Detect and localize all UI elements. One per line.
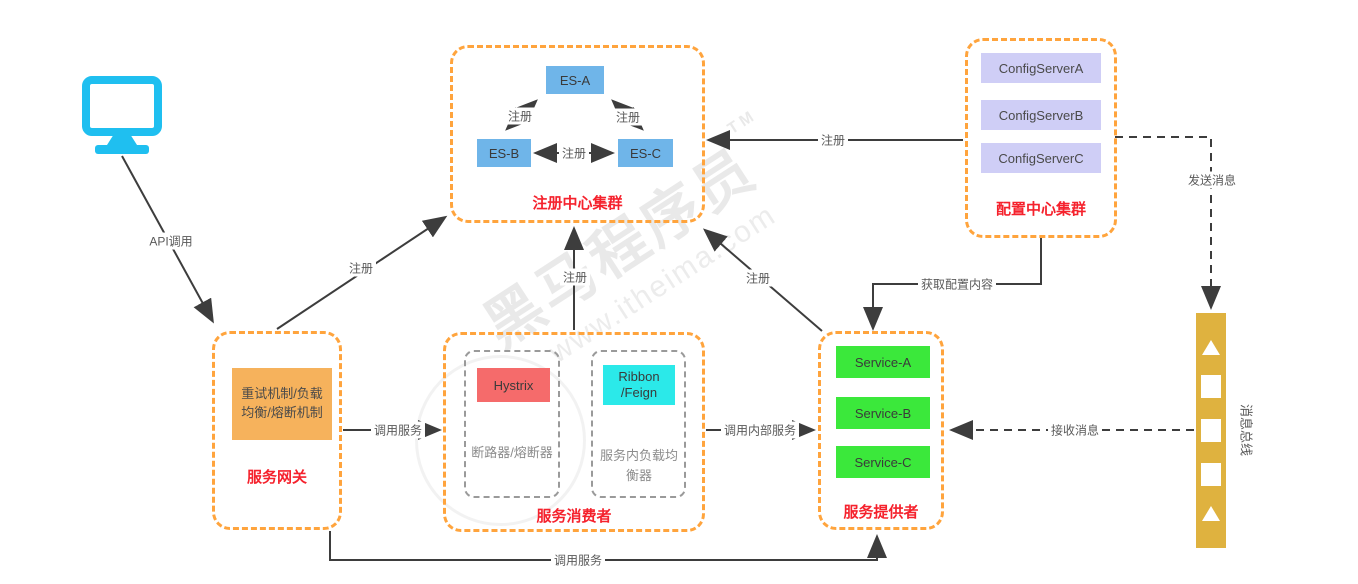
arrow-send-message [1115, 136, 1221, 310]
config-title: 配置中心集群 [995, 201, 1086, 218]
node-ribbon-feign: Ribbon /Feign [603, 365, 675, 405]
hystrix-container [464, 350, 560, 498]
ribbon-container [591, 350, 686, 498]
label-register-bc: 注册 [558, 144, 590, 162]
group-service-consumer [443, 332, 705, 532]
node-es-b: ES-B [477, 139, 531, 167]
monitor-icon [82, 76, 162, 154]
node-es-a: ES-A [546, 66, 604, 94]
label-get-config: 获取配置内容 [917, 275, 997, 293]
group-config-cluster [965, 38, 1117, 238]
hystrix-desc: 断路器/熔断器 [471, 445, 553, 460]
node-service-c: Service-C [836, 446, 930, 478]
label-register-ac: 注册 [612, 108, 644, 126]
registration-title: 注册中心集群 [532, 195, 623, 212]
label-receive-message: 接收消息 [1047, 421, 1103, 439]
label-send-message: 发送消息 [1184, 171, 1240, 189]
label-register-consumer: 注册 [559, 268, 591, 286]
message-bus-bar [1196, 313, 1226, 548]
label-register-provider: 注册 [742, 269, 774, 287]
node-es-c: ES-C [618, 139, 673, 167]
label-register-config: 注册 [817, 131, 849, 149]
queue-slot-icon [1201, 462, 1221, 486]
triangle-up-icon [1202, 339, 1220, 355]
node-service-a: Service-A [836, 346, 930, 378]
label-call-service: 调用服务 [370, 421, 426, 439]
provider-title: 服务提供者 [843, 504, 919, 521]
queue-slot-icon [1201, 418, 1221, 442]
label-api-call: API调用 [146, 232, 196, 250]
bus-label: 消息总线 [1238, 403, 1254, 457]
ribbon-line1: Ribbon [618, 368, 660, 384]
queue-slot-icon [1201, 375, 1221, 399]
label-register-ab: 注册 [504, 107, 536, 125]
consumer-title: 服务消费者 [536, 508, 612, 525]
node-configserver-b: ConfigServerB [981, 100, 1101, 130]
gateway-title: 服务网关 [246, 469, 307, 486]
node-configserver-a: ConfigServerA [981, 53, 1101, 83]
node-service-b: Service-B [836, 397, 930, 429]
label-call-service-bottom: 调用服务 [550, 551, 606, 569]
group-service-provider [818, 331, 944, 530]
ribbon-desc: 服务内负载均衡器 [599, 448, 678, 483]
node-hystrix: Hystrix [477, 368, 550, 402]
triangle-up-icon [1202, 506, 1220, 522]
node-configserver-c: ConfigServerC [981, 143, 1101, 173]
group-service-gateway [212, 331, 342, 530]
node-gateway-mechanism: 重试机制/负载均衡/熔断机制 [232, 368, 332, 440]
label-register-gateway: 注册 [345, 259, 377, 277]
ribbon-line2: /Feign [620, 385, 658, 400]
label-call-internal: 调用内部服务 [720, 421, 800, 439]
group-registration-cluster [450, 45, 705, 223]
